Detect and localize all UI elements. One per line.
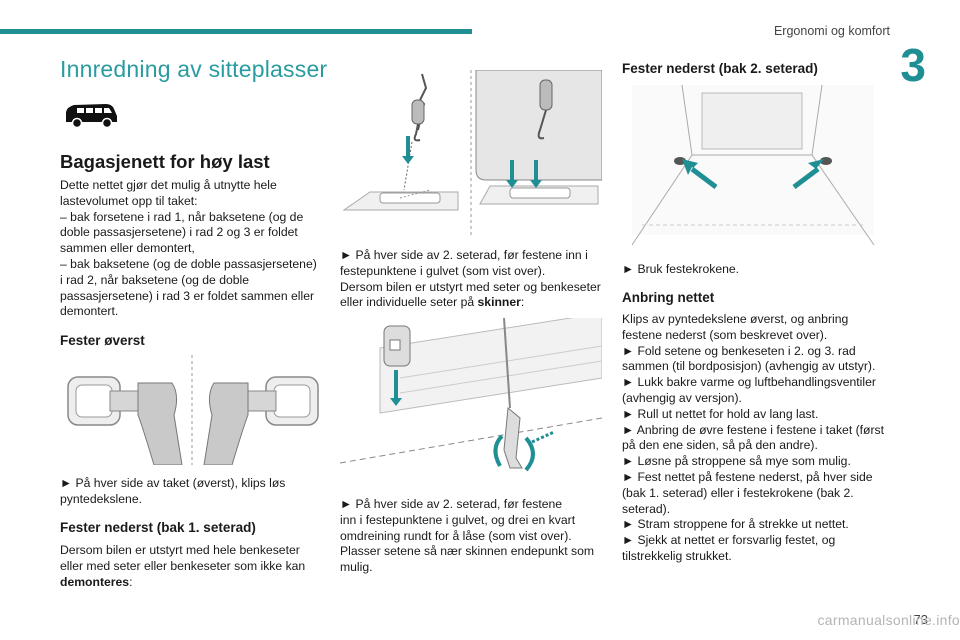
step-line: på den ene siden, så på den andre). bbox=[622, 438, 818, 453]
intro-line: – bak baksetene (og de doble passasjerse… bbox=[60, 256, 317, 271]
fit-net-steps: Klips av pyntedekslene øverst, og anbrin… bbox=[622, 312, 902, 565]
text-line: eller med seter eller benkeseter som ikk… bbox=[60, 558, 306, 573]
caption-line: Plasser setene så nær skinnen endepunkt … bbox=[340, 544, 595, 559]
rail-anchor-caption: ► På hver side av 2. seterad, før festen… bbox=[340, 497, 610, 576]
fit-net-heading: Anbring nettet bbox=[622, 290, 715, 305]
net-intro: Dette nettet gjør det mulig å utnytte he… bbox=[60, 178, 330, 320]
step-line: ► Løsne på stroppene så mye som mulig. bbox=[622, 454, 851, 469]
intro-line: lastevolumet opp til taket: bbox=[60, 193, 198, 208]
intro-line: i rad 2, når baksetene (og de doble bbox=[60, 272, 250, 287]
step-line: festene nederst (som beskrevet over). bbox=[622, 327, 828, 342]
text-fragment: eller individuelle seter på bbox=[340, 295, 478, 310]
step-line: ► Rull ut nettet for hold av lang last. bbox=[622, 406, 819, 421]
bold-term: demonteres bbox=[60, 574, 130, 589]
intro-line: doble passasjersetene) i rad 2 og 3 er f… bbox=[60, 225, 298, 240]
watermark: carmanualsonline.info bbox=[817, 612, 960, 628]
upper-fixings-caption: ► På hver side av taket (øverst), klips … bbox=[60, 476, 330, 508]
punctuation: : bbox=[129, 574, 133, 589]
intro-line: passasjersetene) i rad 3 er foldet samme… bbox=[60, 288, 315, 303]
caption-line: mulig. bbox=[340, 560, 373, 575]
lower-fixings-row1-heading: Fester nederst (bak 1. seterad) bbox=[60, 520, 256, 535]
lower-fixings-row2-heading: Fester nederst (bak 2. seterad) bbox=[622, 61, 818, 76]
page-number: 73 bbox=[913, 612, 928, 627]
step-line: ► Fold setene og benkeseten i 2. og 3. r… bbox=[622, 343, 856, 358]
net-heading: Bagasjenett for høy last bbox=[60, 151, 270, 172]
caption-line: pyntedekslene. bbox=[60, 491, 142, 506]
chapter-number: 3 bbox=[900, 39, 926, 91]
step-line: ► Stram stroppene for å strekke ut nette… bbox=[622, 517, 849, 532]
section-title: Innredning av sitteplasser bbox=[60, 56, 328, 82]
step-line: sammen (til bordposisjon) (avhengig av u… bbox=[622, 359, 876, 374]
upper-fixings-heading: Fester øverst bbox=[60, 333, 145, 348]
caption-line: festepunktene i gulvet (som vist over). bbox=[340, 263, 546, 278]
upper-fixings-illustration bbox=[62, 355, 324, 466]
lower-fixings-row1-text: Dersom bilen er utstyrt med hele benkese… bbox=[60, 543, 330, 590]
intro-line: Dette nettet gjør det mulig å utnytte he… bbox=[60, 178, 277, 192]
hook-caption: ► Bruk festekrokene. bbox=[622, 262, 740, 276]
step-line: ► Lukk bakre varme og luftbehandlingsven… bbox=[622, 375, 876, 390]
floor-anchor-illustration bbox=[340, 69, 603, 235]
floor-anchor-caption: ► På hver side av 2. seterad, før festen… bbox=[340, 248, 610, 311]
intro-line: demontert. bbox=[60, 304, 119, 319]
hook-illustration bbox=[622, 84, 884, 250]
bold-term: skinner bbox=[477, 295, 521, 310]
caption-line: ► På hver side av 2. seterad, før festen… bbox=[340, 248, 588, 262]
caption-line: ► På hver side av 2. seterad, før festen… bbox=[340, 497, 563, 511]
step-line: seterad). bbox=[622, 501, 671, 516]
rail-anchor-illustration bbox=[339, 312, 603, 486]
running-title: Ergonomi og komfort bbox=[773, 24, 890, 38]
header-accent-bar bbox=[0, 29, 472, 34]
caption-line: inn i festepunktene i gulvet, og drei en… bbox=[340, 512, 576, 527]
intro-line: sammen eller demontert, bbox=[60, 241, 195, 256]
step-line: ► Fest nettet på festene nederst, på hve… bbox=[622, 469, 873, 484]
caption-line: ► På hver side av taket (øverst), klips … bbox=[60, 476, 286, 490]
text-line: demonteres: bbox=[60, 575, 330, 591]
punctuation: : bbox=[520, 295, 525, 310]
text-line: eller individuelle seter på skinner: bbox=[340, 295, 610, 311]
text-line: Dersom bilen er utstyrt med seter og ben… bbox=[340, 279, 601, 294]
intro-line: – bak forsetene i rad 1, når baksetene (… bbox=[60, 209, 304, 224]
text-line: Dersom bilen er utstyrt med hele benkese… bbox=[60, 543, 300, 557]
step-line: Klips av pyntedekslene øverst, og anbrin… bbox=[622, 312, 849, 326]
step-line: (bak 1. seterad) eller i festekrokene (b… bbox=[622, 485, 854, 500]
step-line: ► Anbring de øvre festene i festene i ta… bbox=[622, 422, 885, 437]
van-icon bbox=[62, 100, 120, 130]
step-line: (avhengig av versjon). bbox=[622, 390, 742, 405]
step-line: tilstrekkelig strukket. bbox=[622, 548, 732, 563]
caption-line: omdreining rundt for å låse (som vist ov… bbox=[340, 528, 572, 543]
step-line: ► Sjekk at nettet er forsvarlig festet, … bbox=[622, 533, 836, 548]
